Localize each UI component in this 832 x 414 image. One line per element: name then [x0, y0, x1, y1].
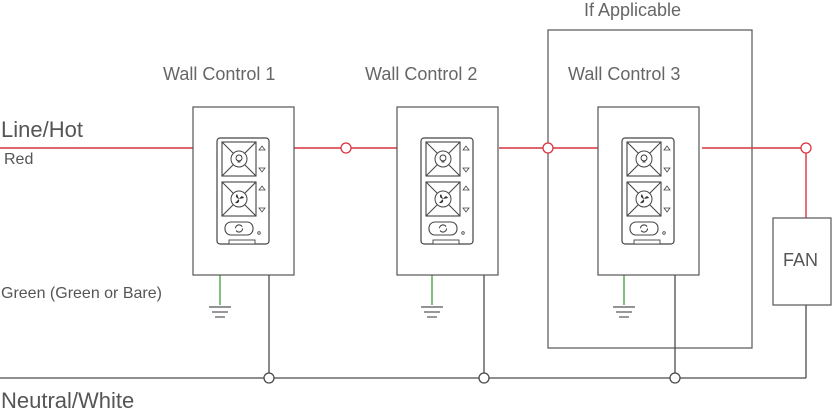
neutral-junctions	[263, 372, 681, 384]
fan-label: FAN	[783, 250, 819, 270]
light-bulb-icon	[640, 154, 648, 163]
air-gap-slot	[633, 239, 661, 245]
hot-wire-junctions	[340, 142, 812, 154]
ground-wires	[209, 275, 635, 318]
fan-button[interactable]	[221, 181, 257, 217]
if-applicable-label: If Applicable	[584, 0, 682, 20]
light-button[interactable]	[626, 141, 662, 177]
light-button[interactable]	[221, 141, 257, 177]
down-indicator	[258, 207, 266, 213]
fan-icon	[439, 194, 448, 204]
up-indicator	[258, 145, 266, 151]
line-hot-label: Line/Hot	[1, 117, 83, 142]
up-indicator	[663, 145, 671, 151]
fan-icon	[640, 194, 649, 204]
light-button[interactable]	[425, 141, 461, 177]
down-indicator	[462, 167, 470, 173]
fan-box	[772, 217, 832, 306]
sync-icon	[639, 224, 649, 233]
down-indicator	[663, 167, 671, 173]
wall-control-2	[396, 106, 499, 276]
status-led	[257, 231, 261, 235]
sync-button[interactable]	[629, 221, 659, 236]
fan-button[interactable]	[425, 181, 461, 217]
up-indicator	[663, 185, 671, 191]
wall-control-1-title: Wall Control 1	[163, 64, 276, 84]
air-gap-slot	[432, 239, 460, 245]
wall-control-3	[597, 106, 700, 276]
down-indicator	[462, 207, 470, 213]
hot-wire	[0, 147, 807, 218]
optional-control-box	[547, 29, 753, 349]
light-bulb-icon	[439, 154, 447, 163]
status-led	[461, 231, 465, 235]
up-indicator	[462, 145, 470, 151]
sync-button[interactable]	[428, 221, 458, 236]
sync-button[interactable]	[224, 221, 254, 236]
sync-icon	[234, 224, 244, 233]
down-indicator	[663, 207, 671, 213]
fan-button[interactable]	[626, 181, 662, 217]
neutral-white-label: Neutral/White	[1, 388, 135, 413]
wall-control-1	[192, 106, 295, 276]
red-label: Red	[4, 151, 34, 168]
wall-control-2-title: Wall Control 2	[365, 64, 478, 84]
light-bulb-icon	[235, 154, 243, 163]
down-indicator	[258, 167, 266, 173]
sync-icon	[438, 224, 448, 233]
ground-label: Green (Green or Bare)	[1, 285, 162, 302]
fan-icon	[235, 194, 244, 204]
status-led	[662, 231, 666, 235]
wall-control-3-title: Wall Control 3	[568, 64, 681, 84]
up-indicator	[462, 185, 470, 191]
up-indicator	[258, 185, 266, 191]
air-gap-slot	[228, 239, 256, 245]
